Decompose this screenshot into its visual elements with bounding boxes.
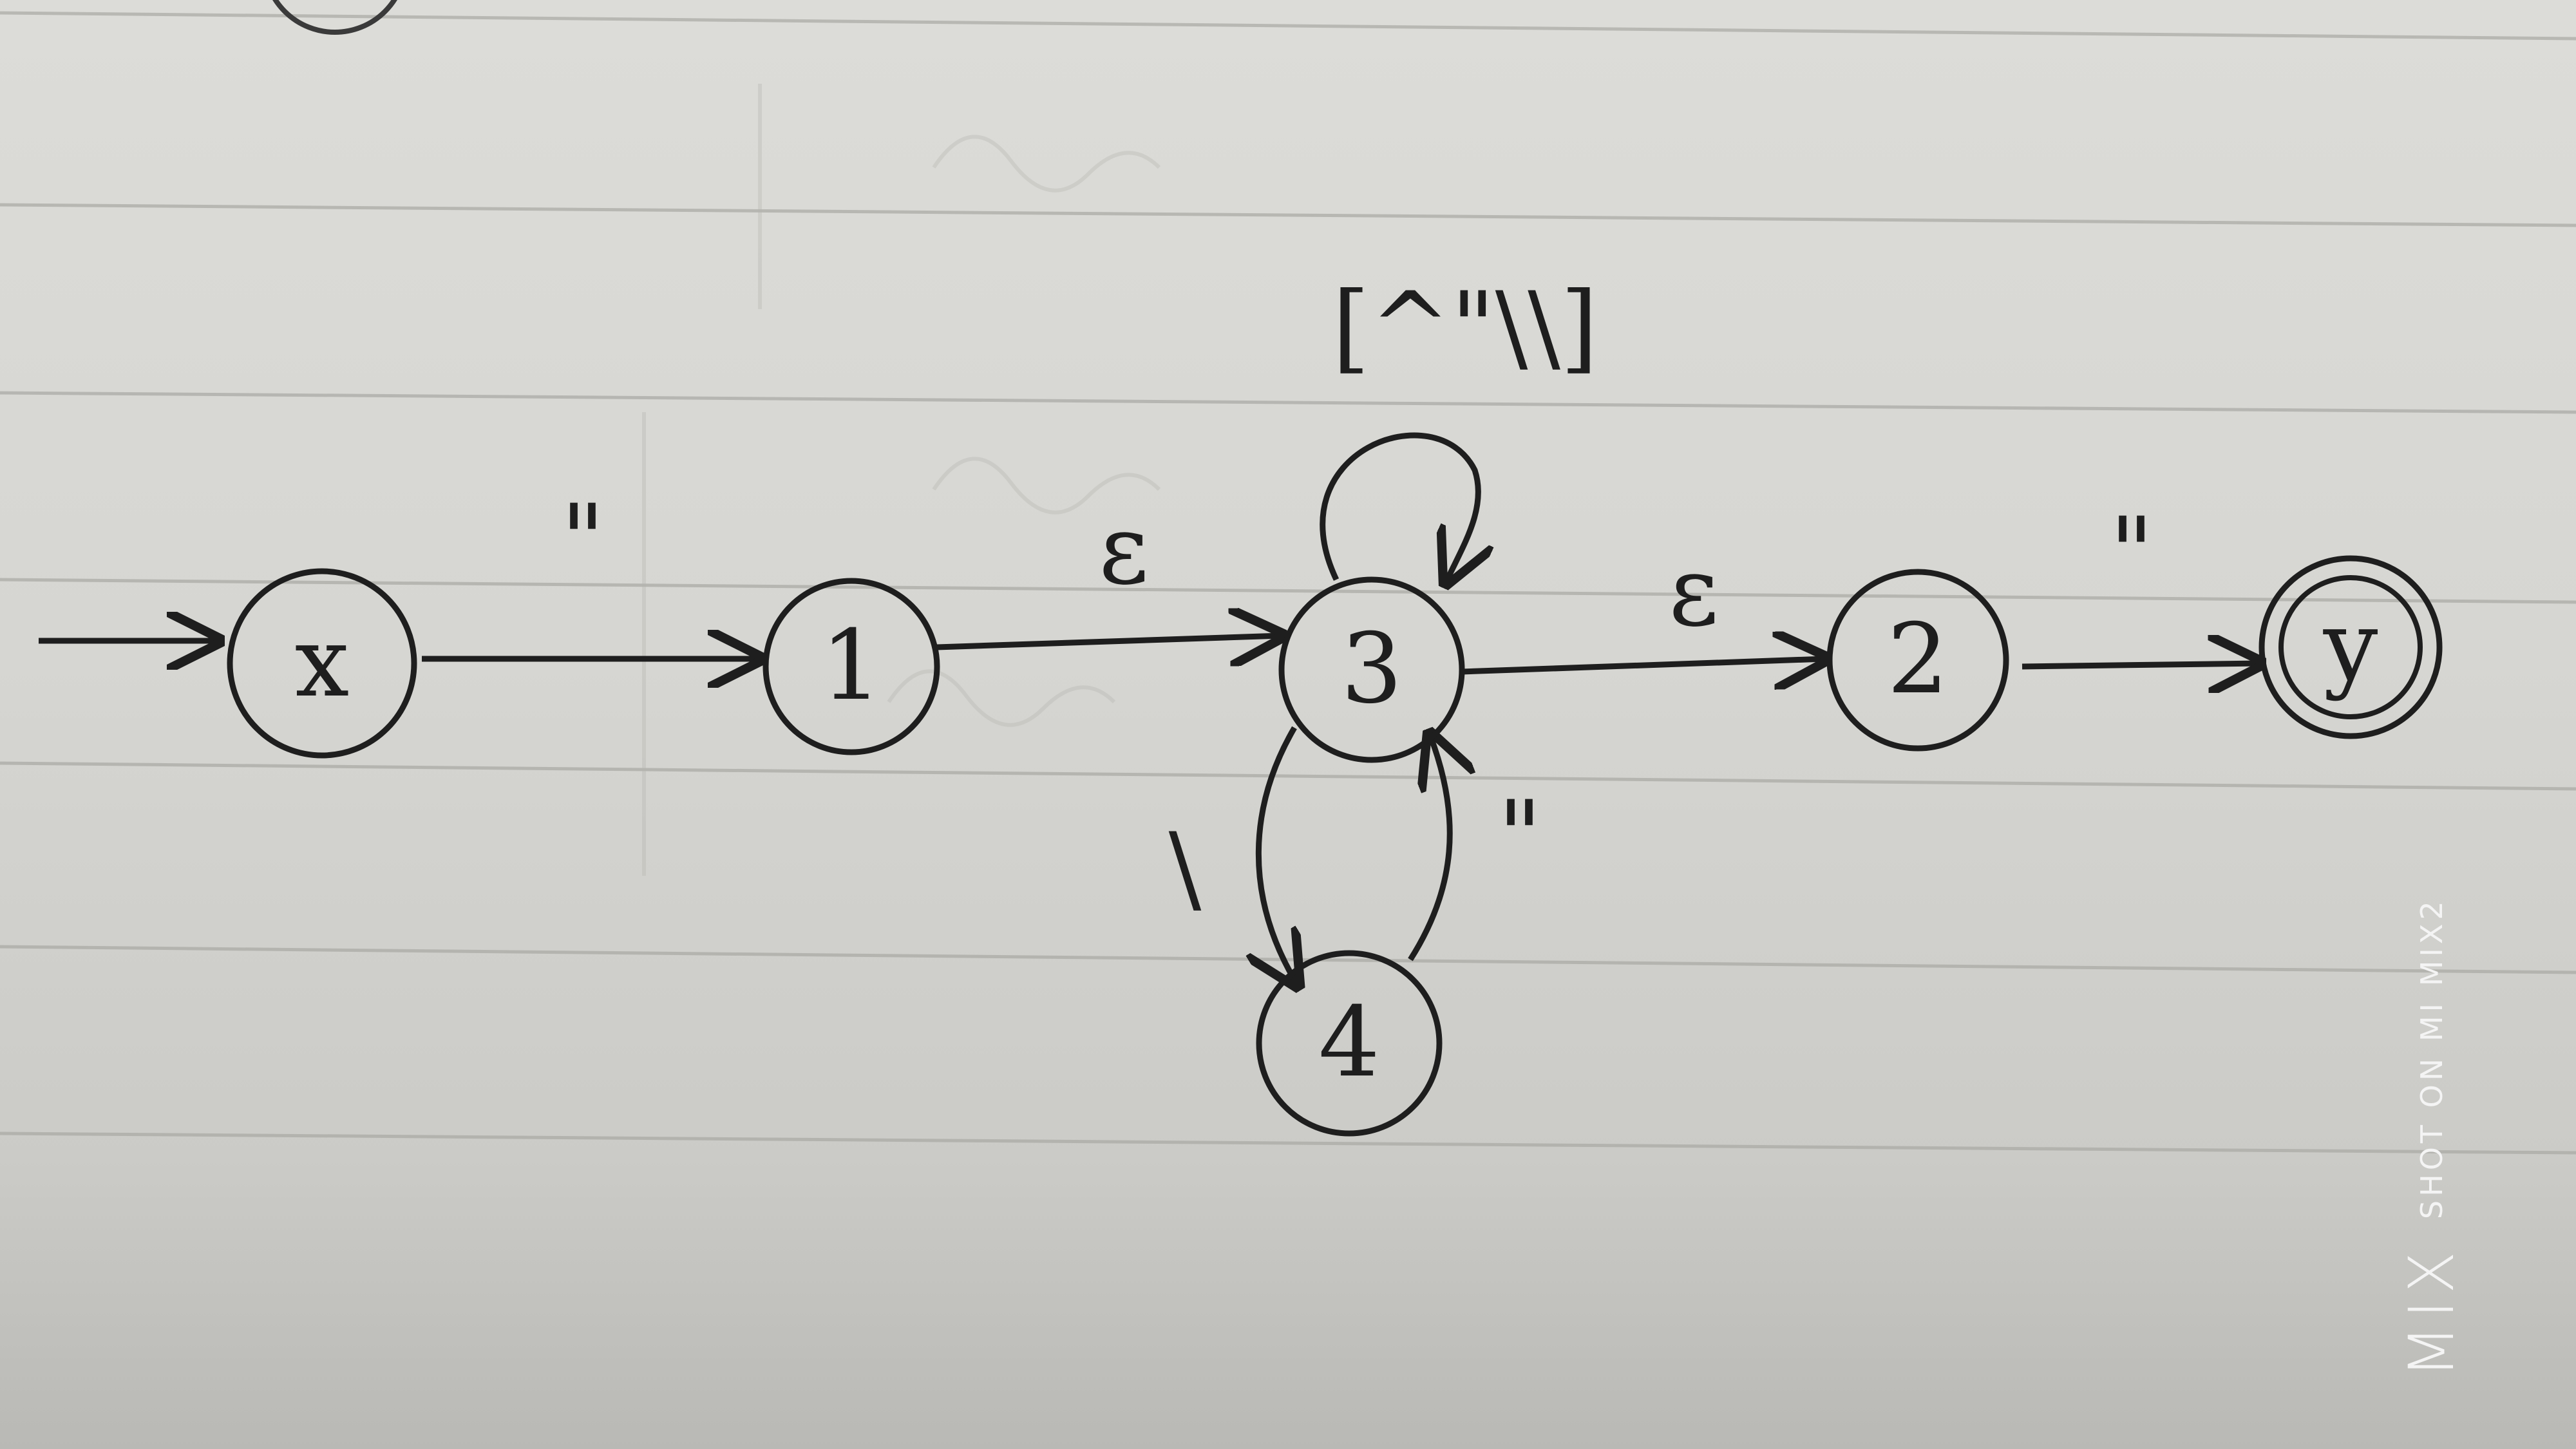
camera-watermark: MIX SHOT ON MI MIX2 xyxy=(2396,897,2468,1378)
edge-1-to-3 xyxy=(936,636,1282,647)
state-y-label: y xyxy=(2323,591,2378,703)
edge-label-2-to-y: " xyxy=(2110,497,2154,609)
edge-label-x-to-1: " xyxy=(561,484,605,596)
state-1: 1 xyxy=(762,578,940,755)
show-through-writing xyxy=(642,84,1161,876)
state-y-accepting: y xyxy=(2259,555,2443,739)
edge-label-self-loop: [^"\\] xyxy=(1332,272,1598,384)
partial-circle-top xyxy=(272,0,397,35)
state-3-label: 3 xyxy=(1341,613,1402,725)
ruled-lines xyxy=(0,11,2576,1155)
edge-3-to-4 xyxy=(1258,726,1298,985)
state-x: x xyxy=(227,568,417,759)
edge-label-1-to-3: ε xyxy=(1099,494,1149,606)
edge-label-4-to-3: " xyxy=(1498,781,1542,893)
edge-label-3-to-2: ε xyxy=(1669,536,1719,648)
edge-label-3-to-4: \ xyxy=(1169,813,1202,925)
state-2-label: 2 xyxy=(1887,603,1948,715)
state-3: 3 xyxy=(1278,576,1465,763)
state-1-label: 1 xyxy=(820,610,882,722)
state-4: 4 xyxy=(1256,950,1443,1137)
edge-4-to-3 xyxy=(1408,734,1450,961)
watermark-text: SHOT ON MI MIX2 xyxy=(2414,897,2449,1220)
state-4-label: 4 xyxy=(1318,987,1379,1099)
state-2: 2 xyxy=(1826,569,2009,752)
edge-2-to-y xyxy=(2022,663,2260,667)
edge-3-self-loop xyxy=(1320,432,1479,583)
watermark-logo: MIX xyxy=(2396,1245,2468,1378)
edge-3-to-2 xyxy=(1461,659,1826,672)
state-x-label: x xyxy=(295,607,350,719)
